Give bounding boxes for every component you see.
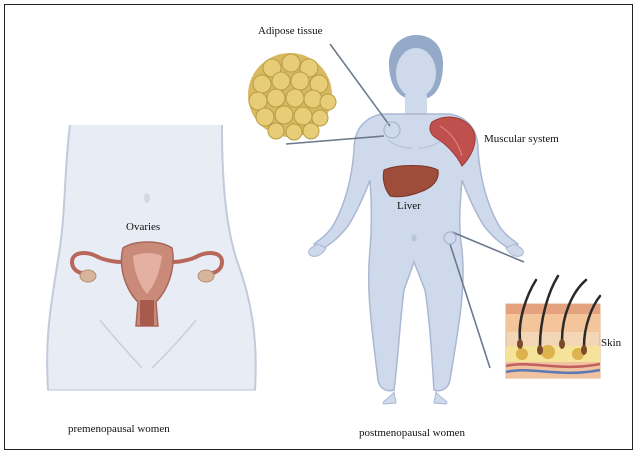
adipose-tissue-label: Adipose tissue (258, 26, 322, 37)
skin-label: Skin (601, 338, 621, 349)
woman-body (309, 35, 524, 404)
adipose-cells-icon (248, 53, 336, 140)
muscular-system-label: Muscular system (484, 134, 559, 145)
skin-cross-section-icon (506, 276, 600, 378)
postmenopausal-caption: postmenopausal women (359, 428, 465, 439)
ovaries-label: Ovaries (126, 222, 160, 233)
liver-label: Liver (397, 201, 421, 212)
premenopausal-caption: premenopausal women (68, 424, 170, 435)
